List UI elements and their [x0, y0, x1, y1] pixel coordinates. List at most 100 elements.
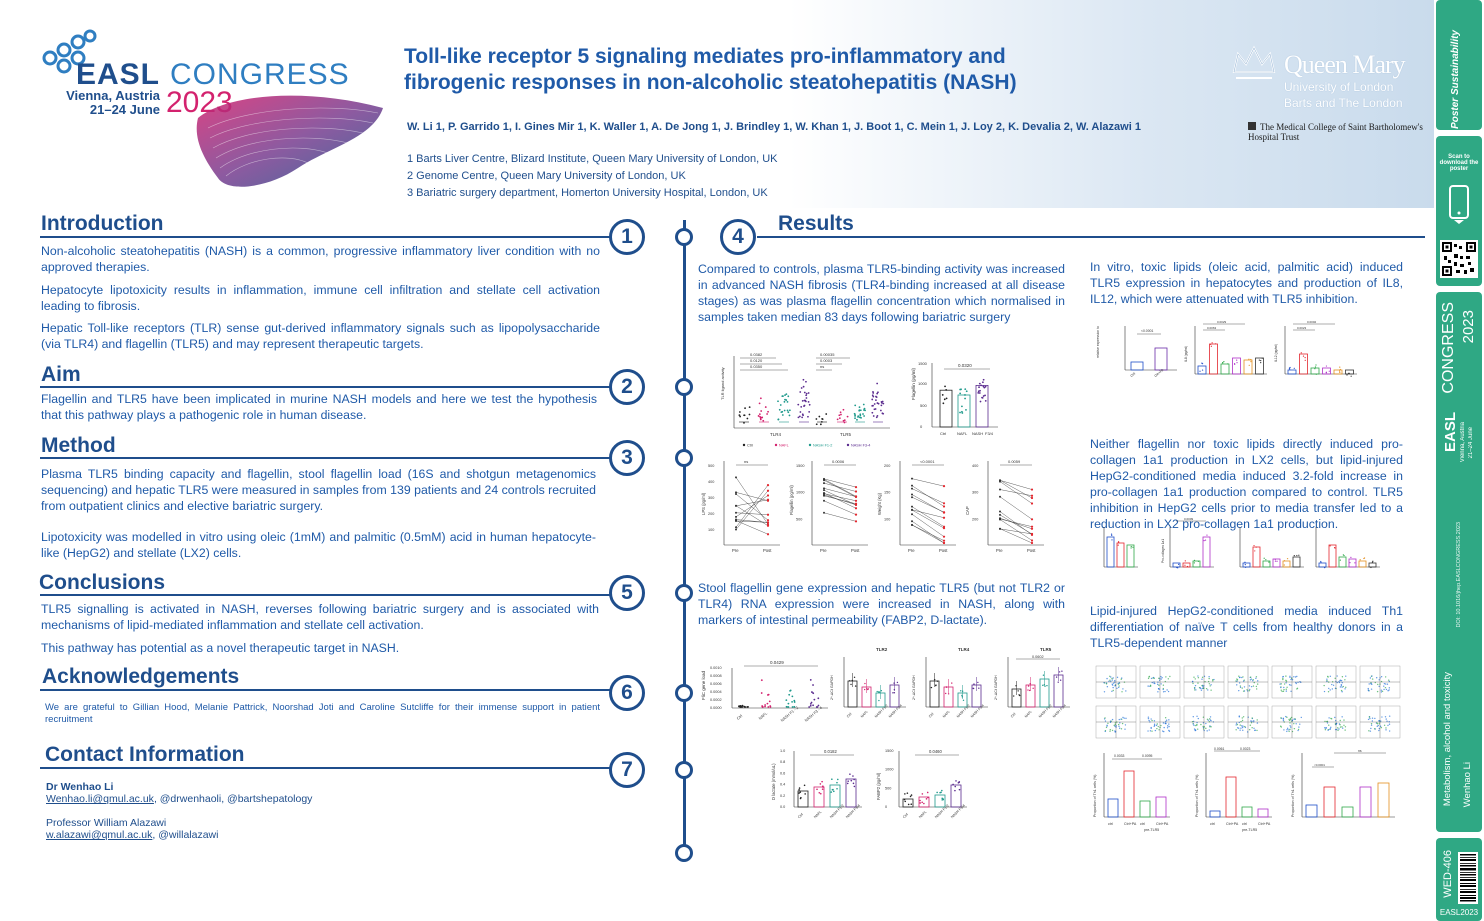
flow-event [1339, 719, 1341, 722]
flow-event [1205, 687, 1208, 690]
f2-tick-0: 0 [920, 424, 923, 429]
vitro2-dot [1223, 361, 1225, 363]
f1-dot [743, 414, 746, 417]
f1-dot [871, 398, 874, 401]
flow-event [1290, 678, 1292, 681]
f2-dot [965, 390, 968, 393]
flow-event [1289, 717, 1292, 720]
pp-post-dot [1030, 502, 1034, 505]
tlr5-pval: 0.0602 [1032, 655, 1044, 659]
f1-dot [739, 415, 742, 418]
flow-event [1111, 684, 1114, 686]
f2-dot [964, 388, 967, 391]
pp-pre-dot [735, 515, 737, 518]
tlr-dot [893, 692, 896, 694]
f1-dot [859, 413, 862, 416]
flow-event [1248, 685, 1251, 687]
stool-dot [793, 701, 796, 703]
perm-dot [799, 791, 802, 793]
flow-event [1386, 720, 1388, 722]
intro-underline [40, 236, 610, 238]
pp-pair-line [823, 492, 857, 509]
flow-event [1202, 725, 1204, 728]
flow-event [1152, 676, 1155, 679]
perm-tick: 1.0 [780, 749, 785, 753]
lx2-dot [1111, 539, 1113, 541]
flow-event [1241, 726, 1244, 729]
vitro2-dot [1248, 358, 1250, 360]
pp-tick: 300 [708, 496, 714, 500]
flow-event [1371, 720, 1374, 722]
flow-event [1381, 690, 1384, 693]
flow-event [1378, 723, 1381, 725]
lx2-pval: 0.0009 [1184, 517, 1194, 521]
flow-event [1162, 730, 1164, 732]
tlr-dot [1027, 685, 1030, 687]
flow-event [1250, 676, 1252, 678]
perm-dot [910, 794, 913, 796]
contact-email-2[interactable]: w.alazawi@qmul.ac.uk [46, 829, 153, 841]
flow-event [1210, 684, 1212, 686]
flow-event [1257, 680, 1259, 682]
flow-event [1196, 721, 1198, 724]
vitro2-dot [1201, 363, 1204, 365]
intro-paragraph-3: Hepatic Toll-like receptors (TLR) sense … [41, 321, 600, 351]
flow-event [1111, 679, 1113, 681]
perm-tick: 1000 [885, 768, 893, 772]
flow-event [1345, 686, 1347, 689]
stool-dot [791, 701, 793, 703]
flow-event [1247, 716, 1249, 718]
stool-dot [768, 700, 771, 703]
flow-event [1241, 719, 1244, 722]
pp-post-dot [942, 525, 946, 528]
flow-event [1297, 728, 1300, 731]
flow-event [1380, 691, 1383, 693]
lx2-ylabel: Pro-collagen 1a1 [1161, 539, 1165, 563]
f1-dot [838, 414, 841, 417]
perm-dot [941, 797, 943, 800]
pp-post-dot [854, 503, 858, 507]
flow-event [1283, 729, 1285, 731]
f1-dots [738, 378, 885, 426]
f1-dot [856, 418, 858, 421]
flow-event [1196, 724, 1198, 726]
perm-dot [919, 799, 921, 802]
sustainability-text: Poster Sustainability [1450, 30, 1461, 129]
th1b-sub: pre-TLR5 [1242, 828, 1257, 832]
flow-event [1246, 689, 1248, 691]
th1-bar [1155, 796, 1167, 818]
flow-event [1388, 723, 1391, 725]
th1b-bar [1209, 810, 1221, 818]
flow-event [1384, 683, 1387, 685]
f1-dot [821, 418, 824, 420]
tlr-dot [1061, 670, 1063, 672]
flow-event [1240, 727, 1242, 729]
th1-xlabel: Ctrl+PA [1124, 822, 1137, 826]
perm-dot [821, 788, 824, 790]
f1-dot [805, 380, 807, 383]
pp-post-dot [1030, 541, 1034, 545]
flow-event [1384, 676, 1387, 678]
perm-dot [907, 803, 910, 806]
lx2-dot [1255, 546, 1257, 548]
flow-event [1285, 715, 1287, 718]
vitro2-dot [1304, 357, 1306, 359]
flow-event [1326, 680, 1328, 683]
perm-dot [819, 792, 822, 795]
qr-code-icon[interactable] [1440, 240, 1478, 278]
contact-name-2: Professor William Alazawi [46, 817, 167, 829]
flow-event [1288, 729, 1290, 731]
f1-dot [876, 392, 879, 395]
lx2-bar [1182, 562, 1191, 568]
f1-dot [778, 408, 781, 411]
pp-pair-line [823, 494, 857, 506]
flow-event [1334, 716, 1336, 719]
perm-dot [831, 778, 833, 781]
scan-block: Scan to download the poster [1436, 136, 1482, 286]
flow-event [1114, 722, 1117, 724]
pp-pre-dot [823, 487, 825, 490]
contact-email-1[interactable]: Wenhao.li@qmul.ac.uk [46, 793, 154, 805]
flow-event [1371, 675, 1373, 677]
flow-event [1329, 689, 1331, 691]
flow-event [1200, 723, 1202, 726]
